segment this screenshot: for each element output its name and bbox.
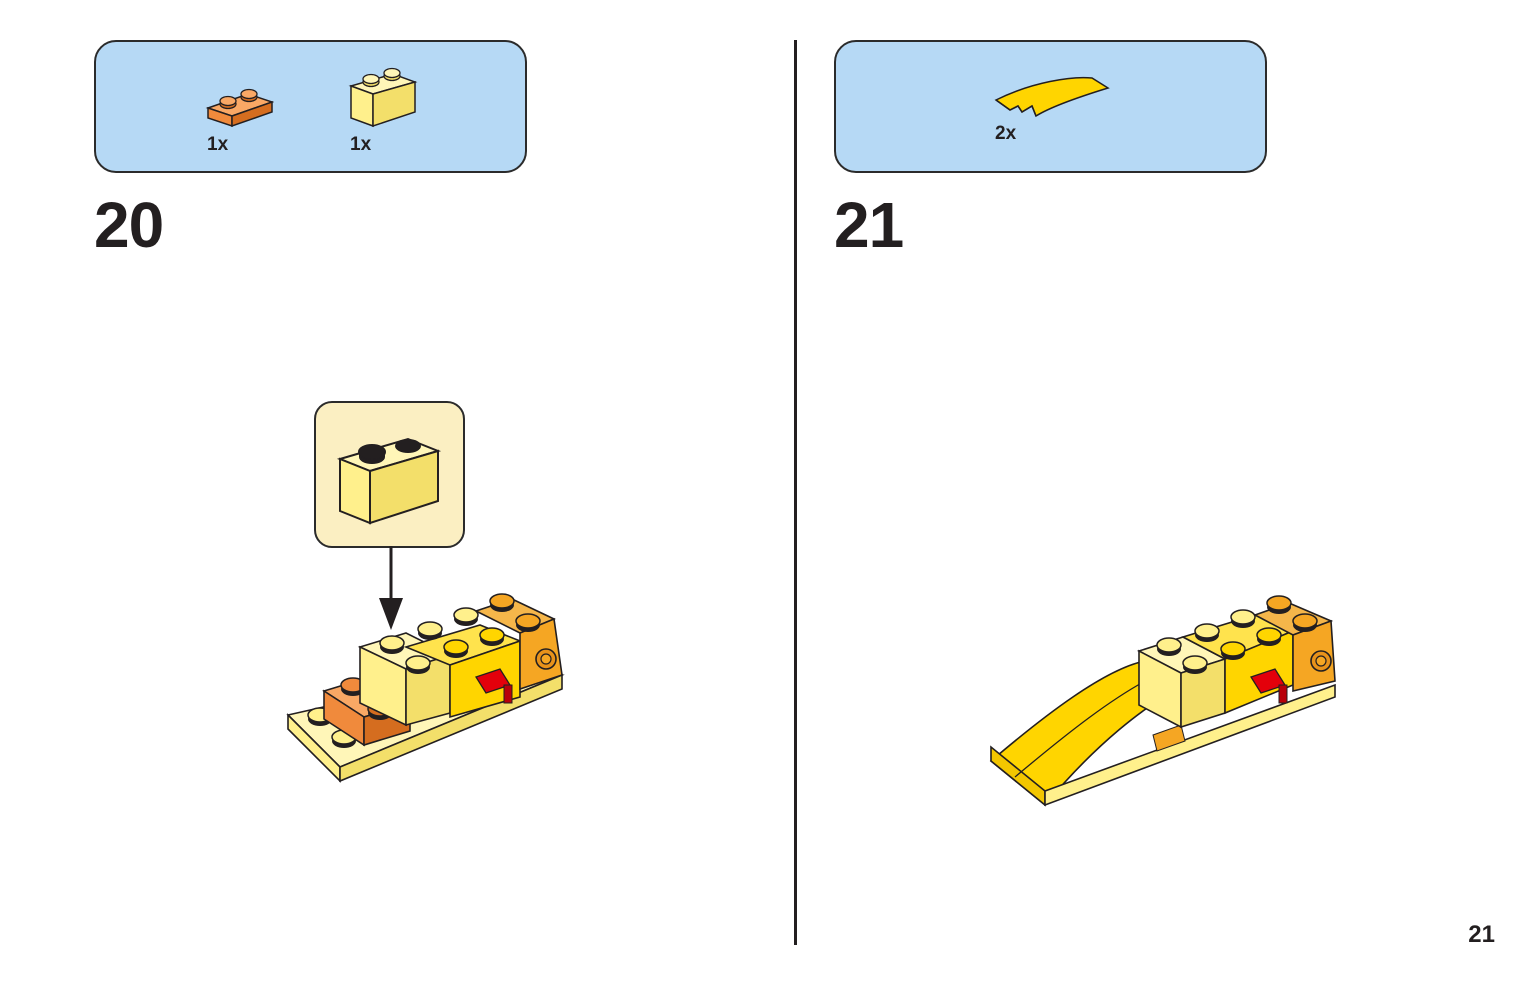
part-quantity: 1x	[207, 134, 229, 155]
callout-box	[314, 401, 465, 548]
yellow-curved-slope-icon	[994, 76, 1110, 118]
part-quantity: 1x	[350, 134, 372, 155]
yellow-brick-1x2-icon	[336, 437, 442, 525]
parts-list-step-20: 1x 1x	[94, 40, 527, 173]
parts-list-step-21: 2x	[834, 40, 1267, 173]
part-quantity: 2x	[995, 123, 1017, 144]
step-number: 21	[834, 189, 904, 261]
step-number: 20	[94, 189, 164, 261]
yellow-brick-1x2-icon	[348, 67, 418, 128]
model-assembly-step-20	[286, 593, 565, 783]
model-assembly-step-21	[989, 595, 1336, 807]
orange-plate-1x2-icon	[205, 88, 274, 128]
down-arrow-icon	[379, 546, 403, 630]
page-divider	[794, 40, 797, 945]
page-number: 21	[1468, 921, 1495, 948]
